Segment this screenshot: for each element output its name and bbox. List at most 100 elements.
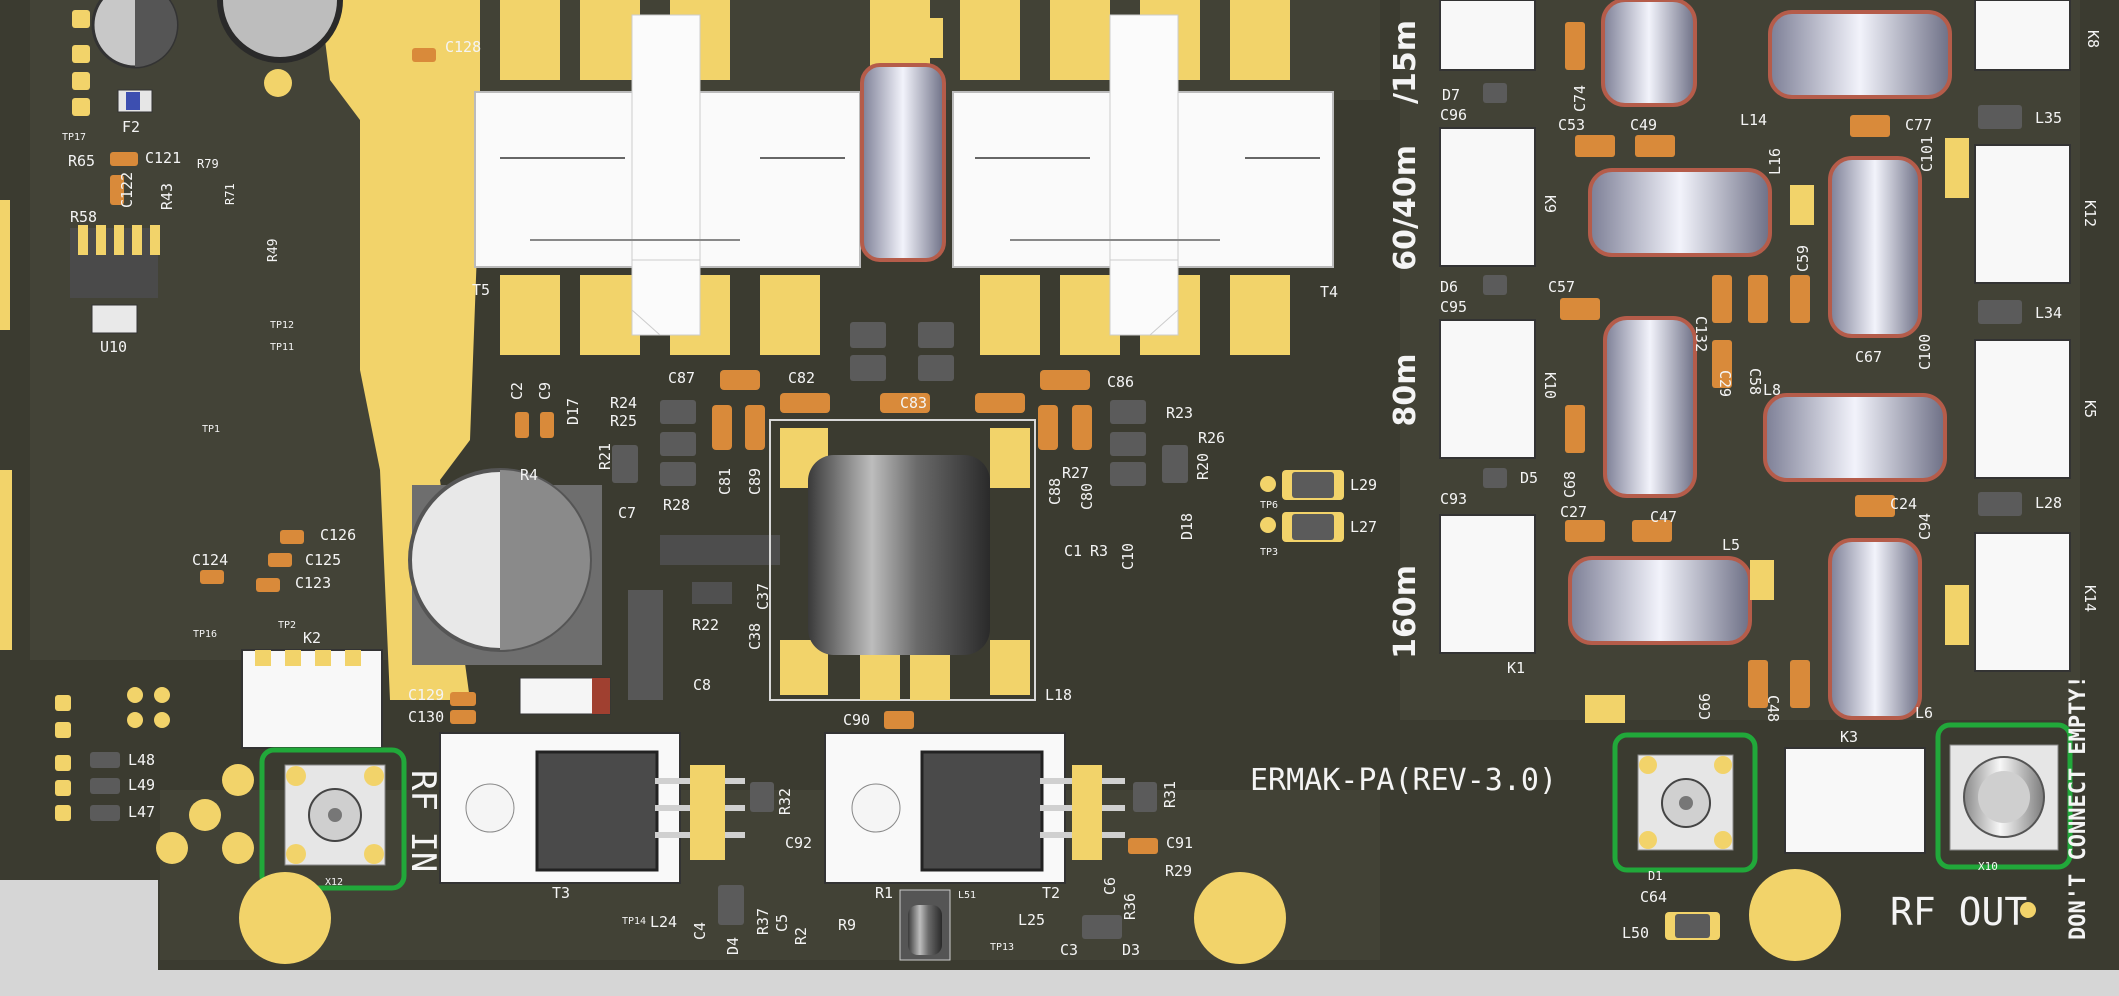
label-k14: K14 <box>2081 585 2099 612</box>
label-x10: X10 <box>1978 860 1998 873</box>
transistor-t3 <box>439 732 745 884</box>
label-k3: K3 <box>1840 728 1858 746</box>
label-c86: C86 <box>1107 373 1134 391</box>
label-c58: C58 <box>1746 368 1764 395</box>
label-c83: C83 <box>900 394 927 412</box>
label-c7: C7 <box>618 504 636 522</box>
label-c29: C29 <box>1716 370 1734 397</box>
label-k1: K1 <box>1507 659 1525 677</box>
label-c124: C124 <box>192 551 228 569</box>
dont-connect-warning: DON'T CONNECT EMPTY! <box>2066 675 2091 940</box>
label-tp13: TP13 <box>990 942 1014 953</box>
label-l29: L29 <box>1350 476 1377 494</box>
label-c38: C38 <box>746 623 764 650</box>
label-r43: R43 <box>158 183 176 210</box>
label-l18: L18 <box>1045 686 1072 704</box>
toroid-center <box>860 63 946 262</box>
label-c101: C101 <box>1918 136 1936 172</box>
label-r26: R26 <box>1198 429 1225 447</box>
label-c2: C2 <box>508 382 526 400</box>
label-k5: K5 <box>2081 400 2099 418</box>
label-c74: C74 <box>1571 85 1589 112</box>
label-c68: C68 <box>1561 471 1579 498</box>
label-r71: R71 <box>223 183 237 205</box>
label-c121: C121 <box>145 149 181 167</box>
label-c53: C53 <box>1558 116 1585 134</box>
band-label-160m: 160m <box>1388 565 1423 659</box>
label-c3: C3 <box>1060 941 1078 959</box>
label-r20: R20 <box>1194 453 1212 480</box>
label-c88: C88 <box>1046 478 1064 505</box>
label-c6: C6 <box>1101 877 1119 895</box>
label-r27: R27 <box>1062 464 1089 482</box>
transformer-t5 <box>474 14 861 336</box>
label-c91: C91 <box>1166 834 1193 852</box>
label-l25: L25 <box>1018 911 1045 929</box>
label-r4: R4 <box>520 466 538 484</box>
label-tp14: TP14 <box>622 916 646 927</box>
label-c95: C95 <box>1440 298 1467 316</box>
label-c130: C130 <box>408 708 444 726</box>
label-c9: C9 <box>536 382 554 400</box>
label-c132: C132 <box>1692 316 1710 352</box>
label-d5: D5 <box>1520 469 1538 487</box>
label-l50: L50 <box>1622 924 1649 942</box>
label-r25: R25 <box>610 412 637 430</box>
label-c90: C90 <box>843 711 870 729</box>
label-r32: R32 <box>776 788 794 815</box>
label-t5: T5 <box>472 281 490 299</box>
label-r28: R28 <box>663 496 690 514</box>
label-t2: T2 <box>1042 884 1060 902</box>
label-l27: L27 <box>1350 518 1377 536</box>
label-l28: L28 <box>2035 494 2062 512</box>
label-k10: K10 <box>1541 372 1559 399</box>
label-r2: R2 <box>792 927 810 945</box>
transformer-t4 <box>952 14 1334 336</box>
label-c27: C27 <box>1560 503 1587 521</box>
label-r65: R65 <box>68 152 95 170</box>
ceramic-capacitors <box>110 48 1158 854</box>
label-r22: R22 <box>692 616 719 634</box>
label-l51: L51 <box>958 890 976 901</box>
label-u10: U10 <box>100 338 127 356</box>
label-l14: L14 <box>1740 111 1767 129</box>
label-tp12: TP12 <box>270 320 294 331</box>
rf-out-label: RF OUT <box>1890 890 2027 934</box>
electrolytic-cap-top <box>91 0 343 69</box>
label-d1: D1 <box>1648 869 1662 883</box>
label-tp3: TP3 <box>1260 547 1278 558</box>
label-c82: C82 <box>788 369 815 387</box>
label-r1: R1 <box>875 884 893 902</box>
label-l49: L49 <box>128 776 155 794</box>
label-l34: L34 <box>2035 304 2062 322</box>
rf-connector-d1 <box>1612 732 1758 873</box>
label-c89: C89 <box>746 468 764 495</box>
label-d18: D18 <box>1178 513 1196 540</box>
label-f2: F2 <box>122 118 140 136</box>
label-c4: C4 <box>691 922 709 940</box>
label-r31: R31 <box>1161 781 1179 808</box>
label-c47: C47 <box>1650 508 1677 526</box>
label-r3: R3 <box>1090 542 1108 560</box>
label-l48: L48 <box>128 751 155 769</box>
label-tp11: TP11 <box>270 342 294 353</box>
rf-out-connector-x10 <box>1935 722 2073 870</box>
transistor-t2 <box>824 732 1125 884</box>
label-k8: K8 <box>2084 30 2102 48</box>
rf-in-label: RF IN <box>403 770 443 872</box>
label-c10: C10 <box>1119 543 1137 570</box>
label-k9: K9 <box>1541 195 1559 213</box>
label-c66: C66 <box>1696 693 1714 720</box>
label-c57: C57 <box>1548 278 1575 296</box>
filter-capacitors <box>1560 22 1969 723</box>
label-l16: L16 <box>1766 148 1784 175</box>
label-k12: K12 <box>2081 200 2099 227</box>
band-label-60-40m: 60/40m <box>1388 145 1423 271</box>
label-c123: C123 <box>295 574 331 592</box>
label-c67: C67 <box>1855 348 1882 366</box>
label-t3: T3 <box>552 884 570 902</box>
label-r29: R29 <box>1165 862 1192 880</box>
label-c49: C49 <box>1630 116 1657 134</box>
filter-relays <box>1439 0 2071 854</box>
label-d4: D4 <box>724 937 742 955</box>
